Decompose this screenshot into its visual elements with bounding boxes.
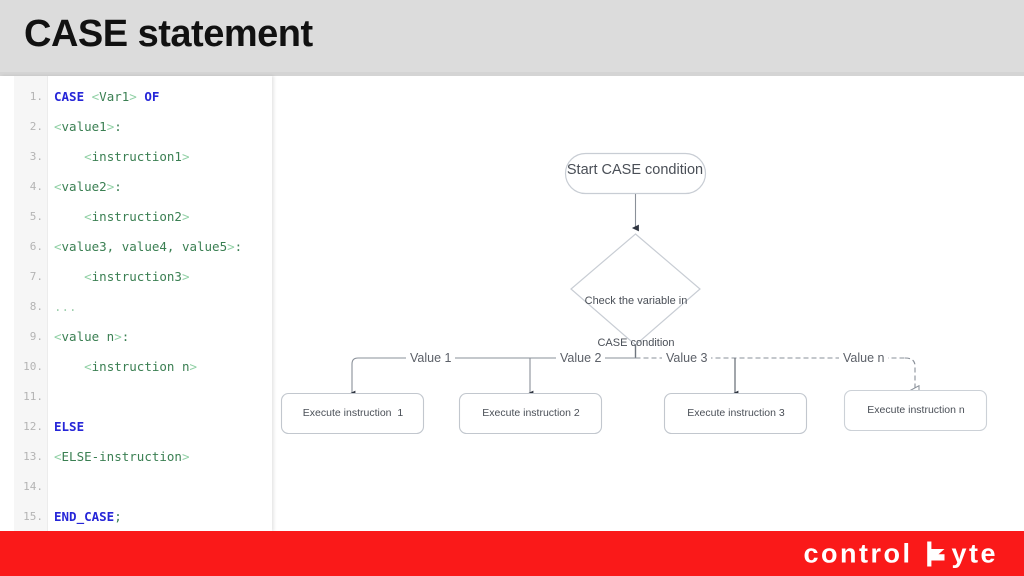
code-line: 1. CASE <Var1> OF bbox=[0, 82, 272, 112]
code-line-number: 10. bbox=[23, 360, 43, 373]
control-byte-logo: control yte bbox=[803, 540, 998, 567]
code-line: 3. <instruction1> bbox=[0, 142, 272, 172]
code-line-number: 15. bbox=[23, 510, 43, 523]
connector-branch-4 bbox=[904, 357, 920, 396]
code-line-number: 9. bbox=[29, 330, 43, 343]
slide-header: CASE statement bbox=[0, 0, 1024, 76]
header-divider bbox=[0, 72, 1024, 76]
code-line-text: <ELSE-instruction> bbox=[54, 449, 190, 464]
code-line-text: <instruction1> bbox=[84, 149, 190, 164]
code-line: 15. END_CASE; bbox=[0, 502, 272, 532]
code-line-number: 3. bbox=[29, 150, 43, 163]
code-line: 11. bbox=[0, 382, 272, 412]
slide-footer: control yte bbox=[0, 531, 1024, 576]
code-line-list: 1. CASE <Var1> OF 2. <value1>: 3. <instructi… bbox=[0, 82, 272, 532]
code-line-text: CASE <Var1> OF bbox=[54, 89, 160, 104]
logo-b-mark-icon bbox=[924, 540, 950, 567]
code-line-text: <instruction2> bbox=[84, 209, 190, 224]
code-line-text: <instruction n> bbox=[84, 359, 198, 374]
code-line-text: ... bbox=[54, 299, 77, 314]
code-line: 7. <instruction3> bbox=[0, 262, 272, 292]
code-line: 12. ELSE bbox=[0, 412, 272, 442]
result-box-4 bbox=[843, 389, 988, 432]
code-line: 9. <value n>: bbox=[0, 322, 272, 352]
code-line-number: 6. bbox=[29, 240, 43, 253]
code-panel: 1. CASE <Var1> OF 2. <value1>: 3. <instructi… bbox=[0, 76, 272, 531]
flowchart: Start CASE condition Check the variable … bbox=[0, 76, 1024, 531]
code-line-number: 5. bbox=[29, 210, 43, 223]
code-line-text: <value2>: bbox=[54, 179, 122, 194]
code-line: 13. <ELSE-instruction> bbox=[0, 442, 272, 472]
code-line: 14. bbox=[0, 472, 272, 502]
code-gutter bbox=[14, 76, 47, 531]
code-line-text: END_CASE; bbox=[54, 509, 122, 524]
code-line-number: 4. bbox=[29, 180, 43, 193]
logo-word-control: control bbox=[803, 538, 913, 568]
result-box-2 bbox=[458, 392, 603, 435]
code-gutter-divider bbox=[47, 76, 48, 531]
branch-label-value-1: Value 1 bbox=[406, 351, 456, 365]
code-line-number: 13. bbox=[23, 450, 43, 463]
page-title: CASE statement bbox=[24, 13, 313, 55]
code-line-text: <value n>: bbox=[54, 329, 130, 344]
code-line-number: 1. bbox=[29, 90, 43, 103]
decision-node-shape bbox=[570, 233, 701, 346]
code-line-number: 14. bbox=[23, 480, 43, 493]
code-line-text: <value1>: bbox=[54, 119, 122, 134]
connector-branch-1 bbox=[348, 357, 359, 398]
branch-label-value-3: Value 3 bbox=[662, 351, 712, 365]
branch-label-value-2: Value 2 bbox=[556, 351, 606, 365]
flowchart-canvas bbox=[280, 152, 988, 435]
branch-label-value-n: Value n bbox=[839, 351, 889, 365]
code-line: 5. <instruction2> bbox=[0, 202, 272, 232]
code-line: 8.... bbox=[0, 292, 272, 322]
code-line-number: 2. bbox=[29, 120, 43, 133]
code-line: 10. <instruction n> bbox=[0, 352, 272, 382]
code-line-number: 11. bbox=[23, 390, 43, 403]
start-node-shape bbox=[564, 152, 707, 195]
code-line: 4. <value2>: bbox=[0, 172, 272, 202]
code-line: 2. <value1>: bbox=[0, 112, 272, 142]
code-line-number: 7. bbox=[29, 270, 43, 283]
code-line-text: <instruction3> bbox=[84, 269, 190, 284]
code-line: 6. <value3, value4, value5>: bbox=[0, 232, 272, 262]
code-line-text: <value3, value4, value5>: bbox=[54, 239, 243, 254]
result-box-1 bbox=[280, 392, 425, 435]
code-line-text: ELSE bbox=[54, 419, 85, 434]
logo-word-byte: yte bbox=[951, 538, 998, 568]
code-line-number: 8. bbox=[29, 300, 43, 313]
code-line-number: 12. bbox=[23, 420, 43, 433]
result-box-3 bbox=[663, 392, 808, 435]
